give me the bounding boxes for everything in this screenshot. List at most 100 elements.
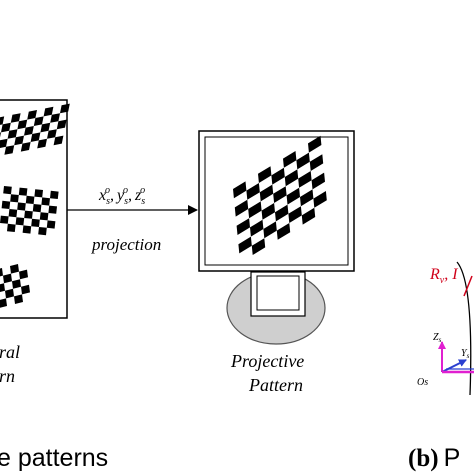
projective-checkerboard-square: [311, 172, 325, 190]
checkerboard-middle-square: [7, 223, 16, 232]
monitor-neck-inner: [256, 275, 300, 311]
projective-checkerboard-square: [248, 201, 262, 219]
checkerboard-bottom-square: [21, 284, 30, 295]
projective-checkerboard-square: [273, 186, 287, 203]
checkerboard-top-square: [27, 110, 37, 120]
coord-y-sup: o: [123, 185, 128, 196]
coord-x-sub: s: [106, 196, 110, 207]
checkerboard-middle-square: [10, 194, 19, 203]
checkerboard-top-square: [20, 142, 31, 152]
checkerboard-top-square: [0, 138, 8, 148]
projection-label: projection: [91, 235, 161, 254]
caption-b-text: P: [444, 444, 461, 472]
several-patterns-label-line2: rn: [0, 366, 15, 386]
projective-checkerboard-square: [284, 169, 299, 187]
projective-pattern-label-line1: Projective: [230, 351, 304, 371]
coord-z-base: z: [134, 187, 142, 204]
checkerboard-top-square: [0, 132, 1, 138]
projective-checkerboard-square: [234, 199, 249, 217]
checkerboard-bottom-square: [0, 283, 5, 293]
checkerboard-middle-square: [24, 210, 33, 219]
projective-checkerboard-square: [238, 236, 252, 254]
checkerboard-top-square: [47, 129, 57, 139]
projective-checkerboard-square: [298, 171, 312, 188]
os-label: Os: [417, 377, 428, 388]
several-patterns-panel: [0, 99, 70, 319]
checkerboard-middle-square: [1, 200, 11, 209]
coord-x-base: x: [98, 187, 106, 204]
checkerboard-top-square: [14, 135, 24, 146]
projective-checkerboard-square: [286, 187, 300, 205]
coord-sep-1: ,: [110, 187, 114, 204]
checkerboard-bottom-square: [3, 273, 12, 284]
projective-checkerboard-square: [276, 223, 291, 240]
checkerboard-top-square: [30, 132, 41, 142]
checkerboard-bottom-square: [0, 298, 7, 308]
caption-b-label: (b): [408, 445, 439, 472]
checkerboard-top-square: [40, 122, 51, 133]
checkerboard-top-square: [53, 135, 64, 146]
projective-checkerboard-square: [263, 221, 277, 239]
projective-checkerboard-square: [246, 183, 260, 200]
caption-b: (b)P: [408, 444, 460, 472]
projective-checkerboard-square: [308, 135, 322, 153]
several-patterns-label-line1: ral: [0, 342, 20, 362]
projective-checkerboard-square: [288, 206, 302, 223]
coord-y-sub: s: [124, 196, 128, 207]
checkerboard-middle-square: [22, 225, 32, 234]
checkerboard-top-square: [43, 106, 54, 117]
coordinates-label: xso,yso,zso: [98, 185, 145, 207]
projective-checkerboard-square: [259, 184, 274, 202]
checkerboard-top-square: [60, 103, 70, 114]
checkerboard-middle-square: [50, 190, 59, 199]
rv-label: Rv,I: [429, 266, 458, 286]
checkerboard-bottom-square: [12, 279, 21, 289]
projective-checkerboard-square: [251, 238, 266, 255]
checkerboard-middle-square: [46, 220, 56, 229]
checkerboard-bottom-square: [19, 269, 28, 280]
projective-checkerboard-square: [258, 166, 272, 183]
projective-checkerboard-square: [271, 167, 285, 185]
checkerboard-top-square: [33, 116, 44, 126]
projective-pattern-label-line2: Pattern: [248, 375, 303, 395]
checkerboard-middle-square: [25, 195, 35, 204]
checkerboard-middle-square: [3, 186, 12, 195]
curved-boundary: [456, 261, 472, 396]
checkerboard-top-square: [10, 113, 21, 123]
checkerboard-middle-square: [31, 218, 40, 227]
checkerboard-top-square: [0, 116, 5, 125]
coordinate-sketch: Rv,I Zs Ys Os: [417, 261, 474, 396]
projective-checkerboard-square: [301, 207, 316, 225]
checkerboard-middle-square: [39, 212, 49, 221]
checkerboard-bottom-square: [5, 288, 14, 299]
projective-checkerboard-square: [309, 154, 324, 171]
projective-checkerboard-square: [250, 219, 264, 237]
projective-checkerboard-square: [275, 204, 289, 222]
ys-label: Ys: [461, 348, 470, 360]
checkerboard-top-square: [24, 126, 34, 136]
coord-y-base: y: [115, 187, 125, 204]
checkerboard-middle-square: [0, 215, 9, 224]
checkerboard-middle-square: [18, 187, 28, 196]
projective-checkerboard-square: [233, 181, 247, 199]
checkerboard-top-square: [17, 119, 28, 130]
checkerboard-middle-square: [48, 205, 57, 214]
zs-label: Zs: [433, 332, 442, 344]
checkerboard-middle-square: [15, 217, 25, 226]
checkerboard-middle-square: [34, 189, 43, 198]
projective-checkerboard-square: [236, 218, 250, 235]
checkerboard-bottom-square: [0, 268, 3, 277]
checkerboard-top-square: [56, 119, 67, 130]
projective-checkerboard-square: [300, 189, 314, 207]
checkerboard-top-square: [7, 129, 18, 139]
checkerboard-pattern-middle: [0, 186, 59, 236]
projective-checkerboard-square: [313, 191, 327, 208]
coord-z-sup: o: [140, 185, 145, 196]
checkerboard-bottom-square: [14, 294, 23, 304]
checkerboard-top-square: [50, 113, 60, 123]
checkerboard-top-square: [1, 122, 11, 133]
projective-checkerboard-square: [283, 151, 297, 168]
monitor: [198, 130, 355, 345]
checkerboard-bottom-square: [10, 264, 19, 274]
